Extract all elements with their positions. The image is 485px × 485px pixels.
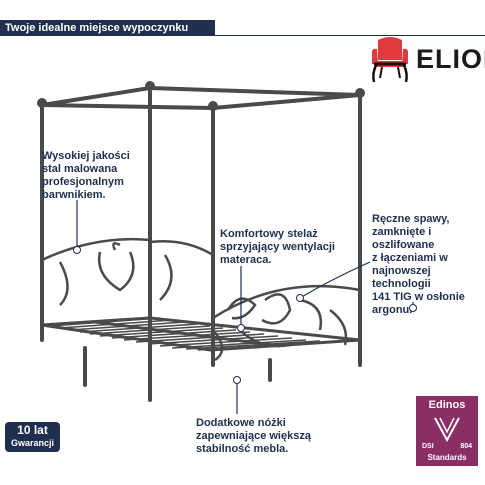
top-banner: Twoje idealne miejsce wypoczynku: [0, 20, 215, 36]
callout-line: Wysokiej jakości: [42, 150, 130, 162]
callout-marker: [409, 304, 417, 312]
callout-line: stal malowana: [42, 163, 118, 175]
warranty-years: 10 lat: [17, 423, 48, 437]
certificate-brand: Edinos: [428, 399, 466, 411]
callout-extra-legs: Dodatkowe nóżki zapewniające większą sta…: [196, 417, 356, 456]
callout-line: najnowszej: [372, 265, 431, 277]
warranty-badge: 10 lat Gwarancji: [5, 422, 60, 452]
callout-marker: [233, 376, 241, 384]
callout-line: z łączeniami w: [372, 252, 448, 264]
callout-line: sprzyjający wentylacji: [220, 241, 335, 253]
callout-line: oszlifowane: [372, 239, 435, 251]
callout-line: profesjonalnym: [42, 176, 124, 188]
certificate-left-label: DSI: [422, 443, 434, 450]
callout-line: barwnikiem.: [42, 189, 106, 201]
certificate-badge: Edinos DSI 804 Standards: [416, 396, 478, 466]
callout-steel-paint: Wysokiej jakości stal malowana profesjon…: [42, 150, 172, 202]
warranty-label: Gwarancji: [10, 438, 55, 448]
banner-text: Twoje idealne miejsce wypoczynku: [5, 22, 189, 34]
callout-line: Ręczne spawy,: [372, 213, 450, 225]
callout-welds: Ręczne spawy, zamknięte i oszlifowane z …: [372, 213, 480, 317]
brand-logo-text: ELIOR: [416, 44, 485, 74]
banner-divider: [215, 35, 485, 36]
callout-marker: [237, 324, 245, 332]
callout-line: technologii: [372, 278, 431, 290]
certificate-footer: Standards: [427, 453, 467, 462]
callout-line: zapewniające większą: [196, 430, 311, 442]
callout-line: Dodatkowe nóżki: [196, 417, 286, 429]
callout-line: argonu.: [372, 304, 413, 316]
callout-slatted-base: Komfortowy stelaż sprzyjający wentylacji…: [220, 228, 360, 267]
callout-marker: [296, 294, 304, 302]
callout-line: stabilność mebla.: [196, 443, 289, 455]
callout-line: Komfortowy stelaż: [220, 228, 318, 240]
callout-line: materaca.: [220, 254, 272, 266]
callout-line: 141 TIG w osłonie: [372, 291, 465, 303]
callout-line: zamknięte i: [372, 226, 432, 238]
certificate-right-label: 804: [460, 443, 472, 450]
armchair-logo-icon: [372, 37, 408, 83]
callout-marker: [73, 246, 81, 254]
checkmark-v-icon: [434, 417, 460, 443]
